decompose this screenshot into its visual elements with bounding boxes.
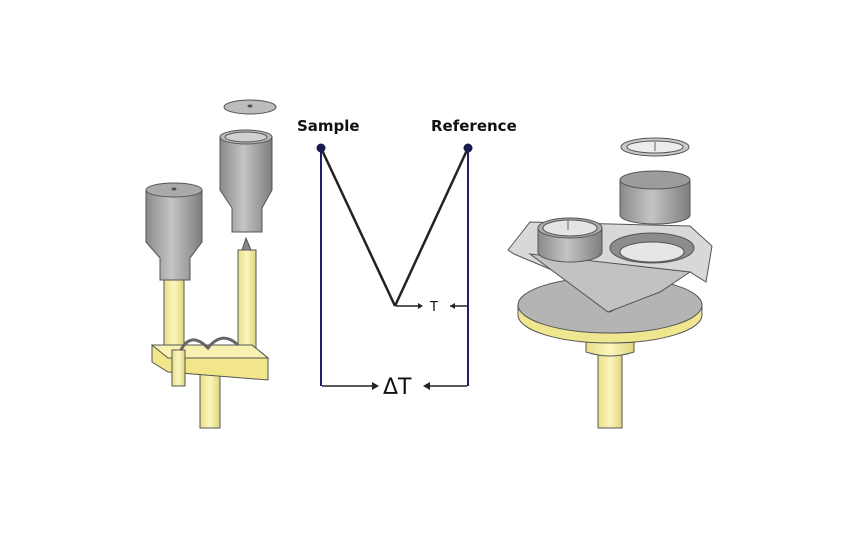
thermocouple-schematic: Sample Reference T ΔT xyxy=(297,117,517,400)
reference-label: Reference xyxy=(431,117,517,135)
reference-wire xyxy=(393,147,470,307)
tau-label: T xyxy=(429,300,438,315)
reference-crucible xyxy=(219,136,273,233)
thermocouple-tip xyxy=(241,236,252,251)
sample-rod xyxy=(163,275,185,351)
reference-junction xyxy=(463,143,473,153)
heat-flux-sensor-apparatus xyxy=(145,99,277,429)
sample-crucible xyxy=(145,189,203,281)
crucible xyxy=(619,179,691,225)
support-rod xyxy=(597,349,623,429)
reference-rod xyxy=(237,249,257,356)
sample-junction xyxy=(316,143,326,153)
support-rod xyxy=(199,367,221,429)
delta-t-label: ΔT xyxy=(383,375,412,400)
dsc-sensor-apparatus xyxy=(507,137,713,429)
sample-label: Sample xyxy=(297,117,360,135)
sample-wire xyxy=(319,147,397,307)
